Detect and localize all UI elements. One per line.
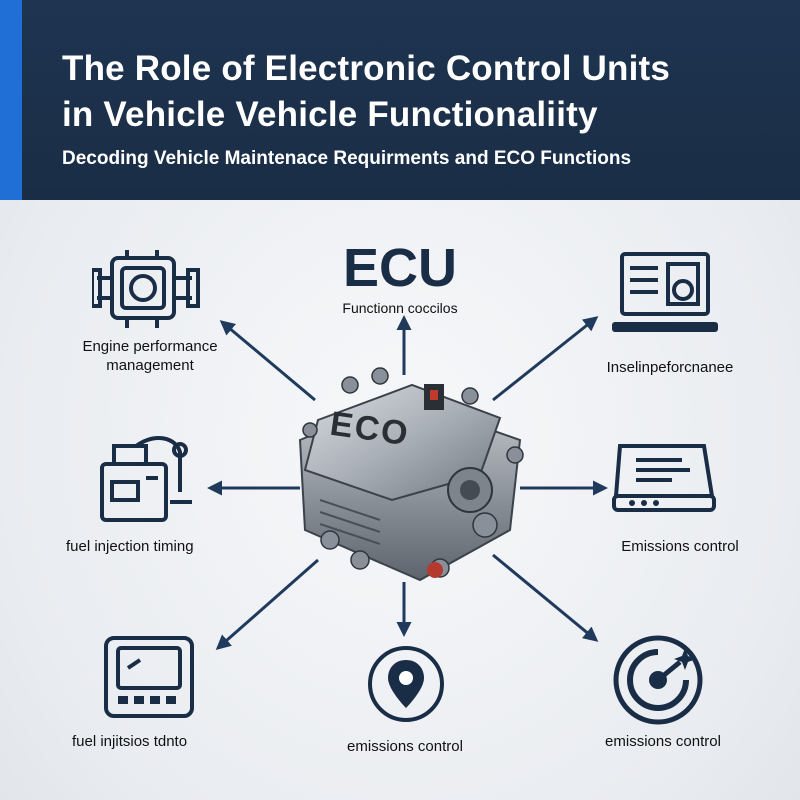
- fuel-pump-icon: [100, 436, 192, 522]
- node-bottom-left-label: fuel injitsios tdnto: [72, 733, 188, 750]
- title-line-2: in Vehicle Vehicle Functionaliity: [62, 95, 598, 134]
- arrow-top-right: [492, 316, 599, 402]
- arrow-bottom-left: [215, 558, 319, 650]
- node-engine-performance-line1: Engine performance: [82, 338, 218, 355]
- computer-monitor-icon: [612, 252, 718, 332]
- node-emissions-control-bottom-right: emissions control: [605, 733, 721, 750]
- node-engine-performance-line2: management: [106, 357, 194, 374]
- engine-block-icon: [92, 250, 200, 328]
- ecu-subheading: Functionn coccilos: [342, 300, 458, 316]
- node-engine-performance: Engine performance management: [70, 337, 230, 375]
- diagnostic-scanner-icon: [104, 636, 194, 718]
- ecu-heading: ECU: [342, 238, 457, 298]
- gauge-icon: [613, 635, 703, 725]
- node-emissions-control-center: emissions control: [347, 738, 463, 755]
- location-pin-icon: [368, 646, 444, 722]
- arrow-top-left: [219, 320, 316, 402]
- node-emissions-control-right: Emissions control: [621, 538, 739, 555]
- title-line-1: The Role of Electronic Control Units: [62, 49, 671, 88]
- node-fuel-injection-timing: fuel injection timing: [66, 538, 194, 555]
- page-title: The Role of Electronic Control Units in …: [62, 46, 782, 138]
- tablet-device-icon: [612, 444, 716, 512]
- node-top-right-label: Inselinpeforcnanee: [606, 359, 734, 376]
- header-accent-bar: [0, 0, 22, 200]
- arrow-bottom-right: [492, 553, 599, 642]
- page-subtitle: Decoding Vehicle Maintenace Requirments …: [62, 148, 632, 169]
- header-banner: The Role of Electronic Control Units in …: [0, 0, 800, 200]
